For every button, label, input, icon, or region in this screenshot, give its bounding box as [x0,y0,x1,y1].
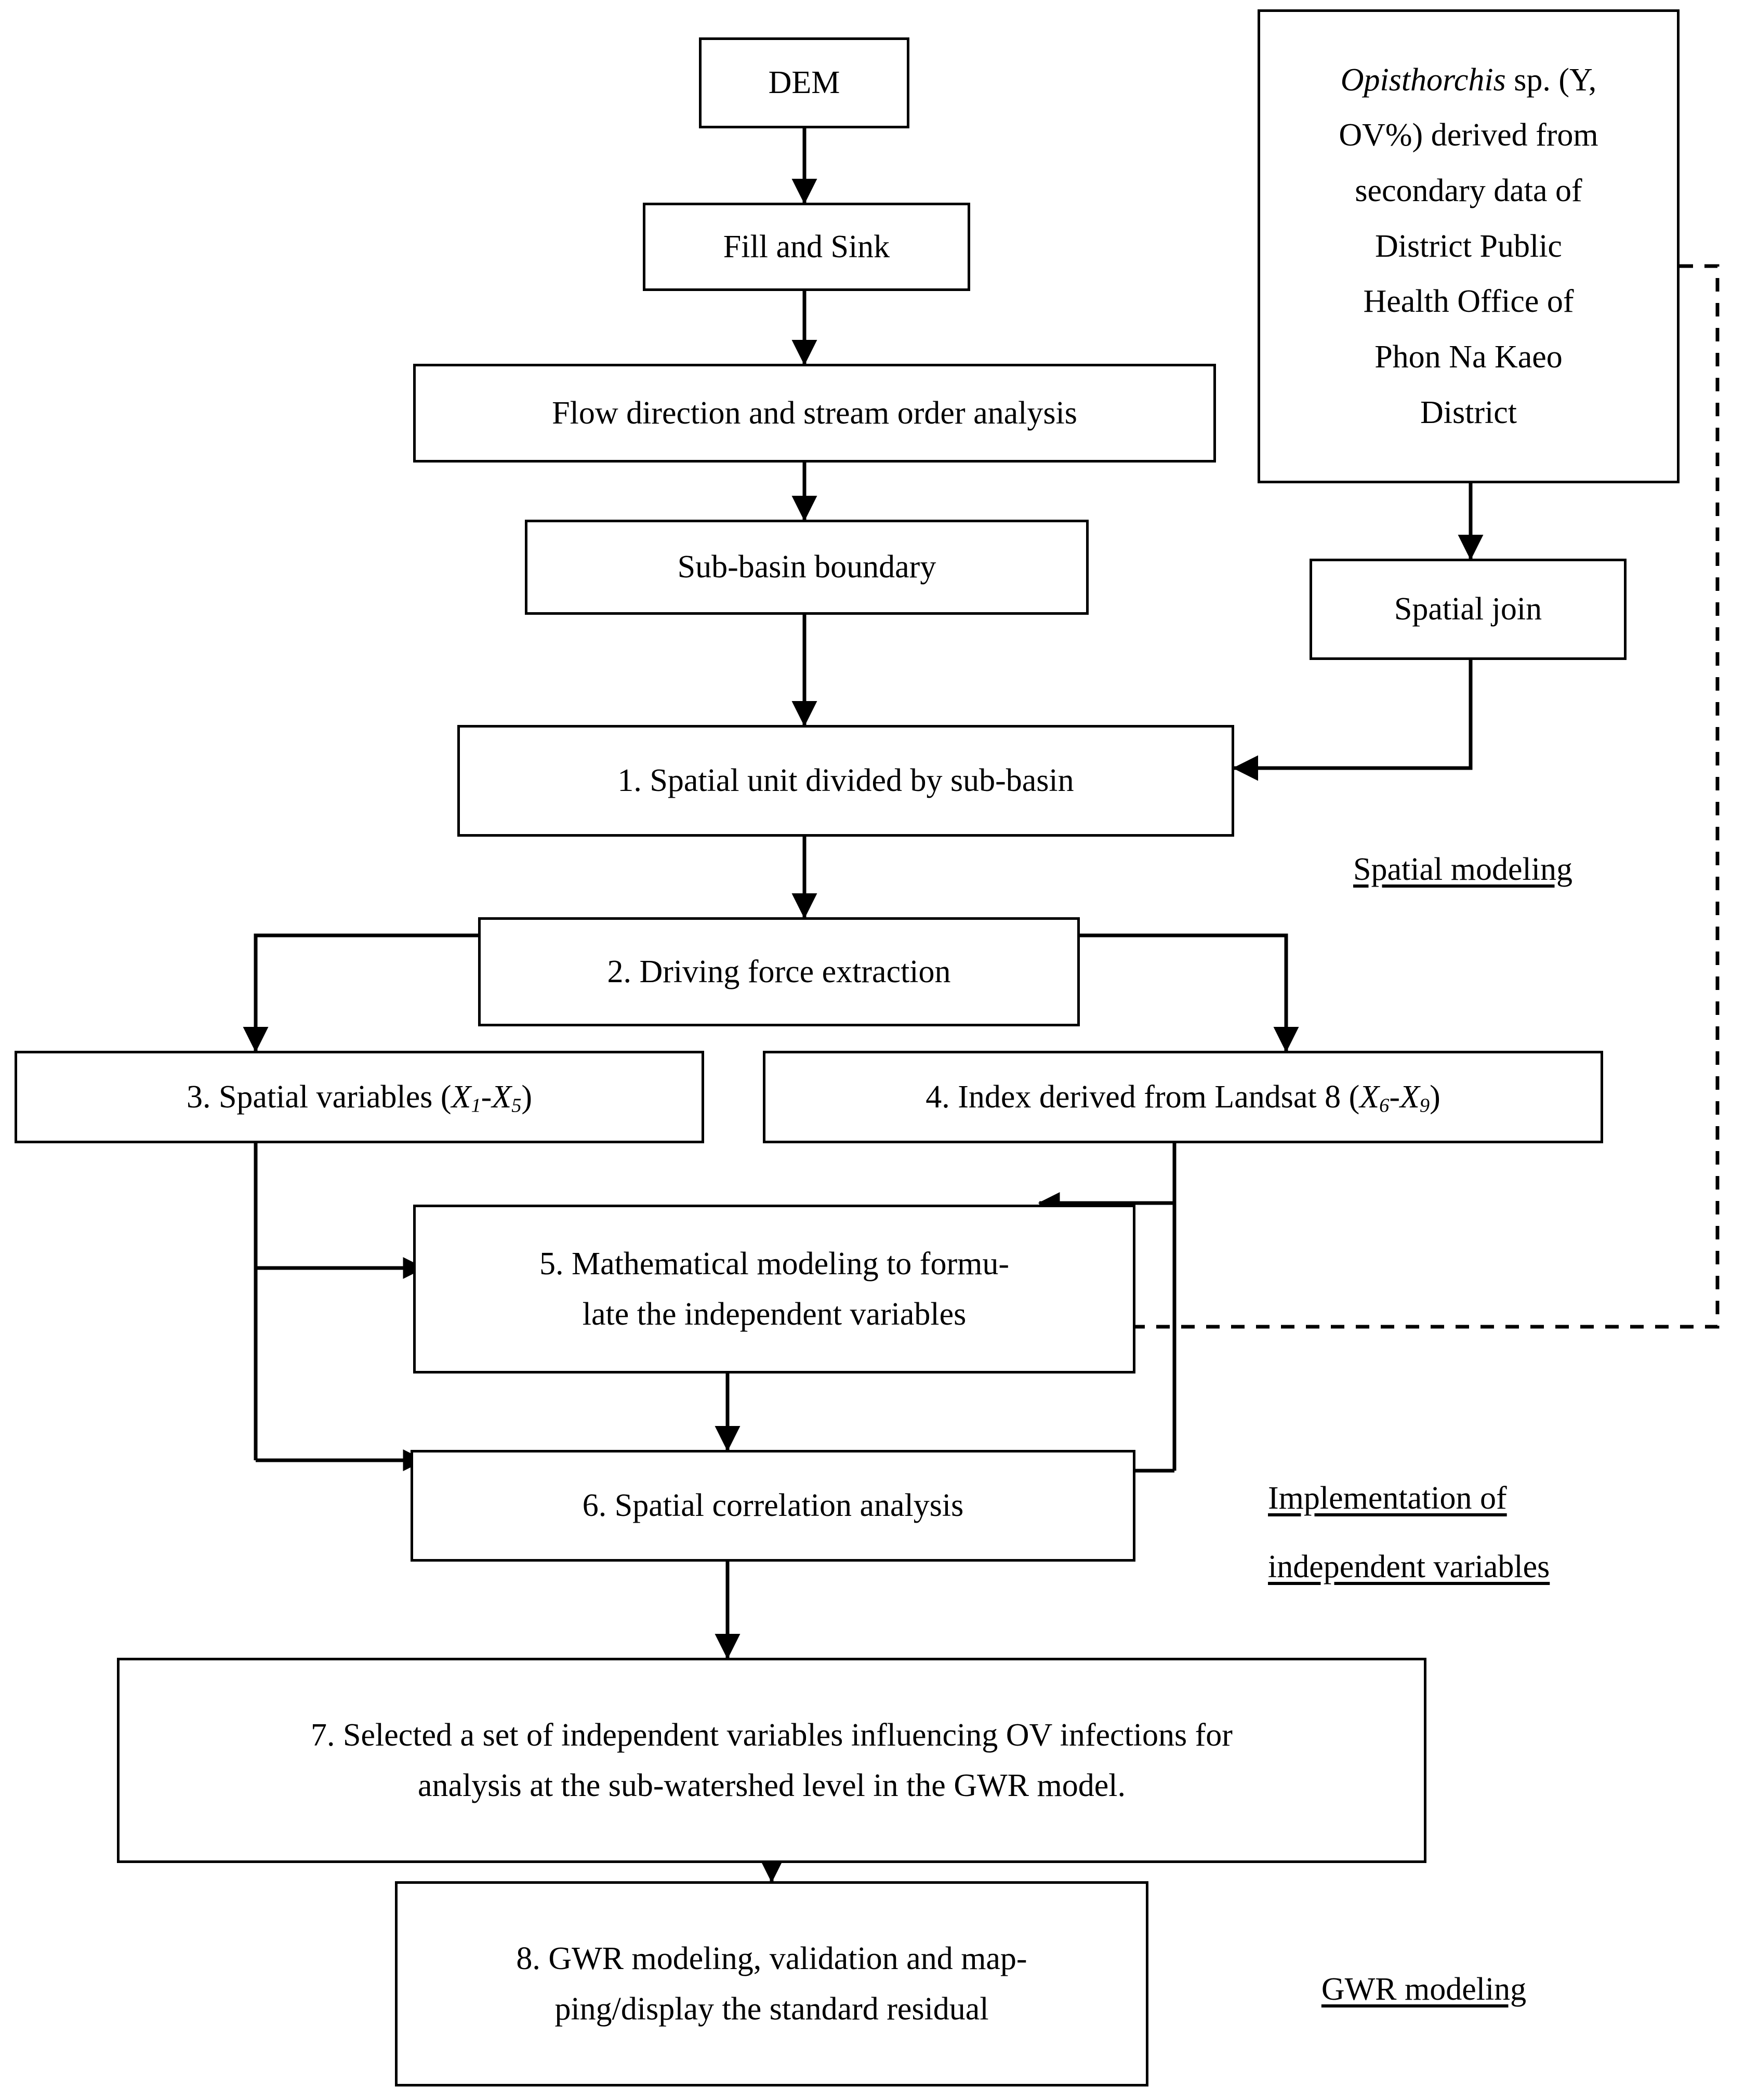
caption-gwr-modeling: GWR modeling [1278,1964,1569,2014]
edge-spatialjoin-to-step1 [1233,660,1473,781]
node-spatial-join[interactable]: Spatial join [1310,559,1627,660]
opisthorchis-genus: Opisthorchis [1340,62,1506,98]
step7-line2: analysis at the sub-watershed level in t… [418,1767,1126,1803]
opisthorchis-line1-rest: sp. (Y, [1505,62,1597,98]
step4-sub-a: 6 [1379,1094,1390,1117]
node-step6[interactable]: 6. Spatial correlation analysis [411,1450,1135,1562]
node-step5[interactable]: 5. Mathematical modeling to formu- late … [413,1205,1135,1373]
step3-var-b: X [492,1079,512,1115]
caption-spatial-modeling: Spatial modeling [1297,844,1629,894]
step4-var-b: X [1400,1079,1420,1115]
node-step4-label: 4. Index derived from Landsat 8 (X6-X9) [775,1072,1591,1122]
node-dem-label: DEM [768,65,840,101]
step3-sub-b: 5 [511,1094,522,1117]
opisthorchis-line3: secondary data of [1355,173,1582,209]
edge-step2-to-step3 [243,933,478,1052]
opisthorchis-line7: District [1420,394,1517,430]
step4-var-a: X [1359,1079,1380,1115]
edge-step2-to-step4 [1080,933,1299,1052]
node-sub-basin-boundary[interactable]: Sub-basin boundary [525,520,1089,615]
step4-suffix: ) [1430,1079,1440,1115]
caption-gwr-modeling-line1: GWR modeling [1321,1972,1527,2007]
node-step2[interactable]: 2. Driving force extraction [478,917,1080,1026]
node-step3-label: 3. Spatial variables (X1-X5) [27,1072,692,1122]
node-step3[interactable]: 3. Spatial variables (X1-X5) [15,1051,704,1143]
caption-implementation: Implementation of independent variables [1268,1473,1632,1592]
node-step7[interactable]: 7. Selected a set of independent variabl… [117,1658,1426,1863]
step5-line2: late the independent variables [582,1296,967,1332]
step5-line1: 5. Mathematical modeling to formu- [539,1246,1009,1282]
node-fill-and-sink[interactable]: Fill and Sink [643,203,970,291]
caption-spatial-modeling-line1: Spatial modeling [1353,852,1572,887]
step4-prefix: 4. Index derived from Landsat 8 ( [926,1079,1360,1115]
opisthorchis-line6: Phon Na Kaeo [1374,339,1563,375]
opisthorchis-line2: OV%) derived from [1339,117,1598,153]
node-opisthorchis-text: Opisthorchis sp. (Y, OV%) derived from s… [1270,52,1668,440]
caption-implementation-line2: independent variables [1268,1549,1550,1585]
opisthorchis-line5: Health Office of [1363,284,1574,320]
step3-sub-a: 1 [471,1094,481,1117]
step7-line1: 7. Selected a set of independent variabl… [311,1718,1233,1753]
opisthorchis-line4: District Public [1375,228,1562,264]
step3-dash: - [481,1079,492,1115]
node-step8-text: 8. GWR modeling, validation and map- pin… [407,1934,1136,2033]
step3-suffix: ) [521,1079,533,1115]
step4-dash: - [1389,1079,1400,1115]
step3-var-a: X [451,1079,471,1115]
step8-line1: 8. GWR modeling, validation and map- [516,1941,1027,1977]
node-flow-direction-label: Flow direction and stream order analysis [552,395,1077,431]
node-step4[interactable]: 4. Index derived from Landsat 8 (X6-X9) [763,1051,1603,1143]
caption-implementation-line1: Implementation of [1268,1481,1507,1516]
step4-sub-b: 9 [1419,1094,1430,1117]
node-dem[interactable]: DEM [699,37,909,128]
node-spatial-join-label: Spatial join [1394,591,1542,627]
node-step6-label: 6. Spatial correlation analysis [582,1488,964,1524]
node-step1-label: 1. Spatial unit divided by sub-basin [617,763,1074,799]
node-sub-basin-boundary-label: Sub-basin boundary [677,549,936,585]
node-step1[interactable]: 1. Spatial unit divided by sub-basin [457,725,1234,837]
node-step7-text: 7. Selected a set of independent variabl… [129,1710,1414,1810]
node-step5-text: 5. Mathematical modeling to formu- late … [425,1239,1123,1339]
step3-prefix: 3. Spatial variables ( [186,1079,452,1115]
node-fill-and-sink-label: Fill and Sink [723,229,890,265]
step8-line2: ping/display the standard residual [554,1991,989,2027]
node-step2-label: 2. Driving force extraction [607,954,951,989]
node-step8[interactable]: 8. GWR modeling, validation and map- pin… [395,1881,1148,2086]
node-opisthorchis-source[interactable]: Opisthorchis sp. (Y, OV%) derived from s… [1258,9,1680,483]
node-flow-direction[interactable]: Flow direction and stream order analysis [413,364,1216,463]
